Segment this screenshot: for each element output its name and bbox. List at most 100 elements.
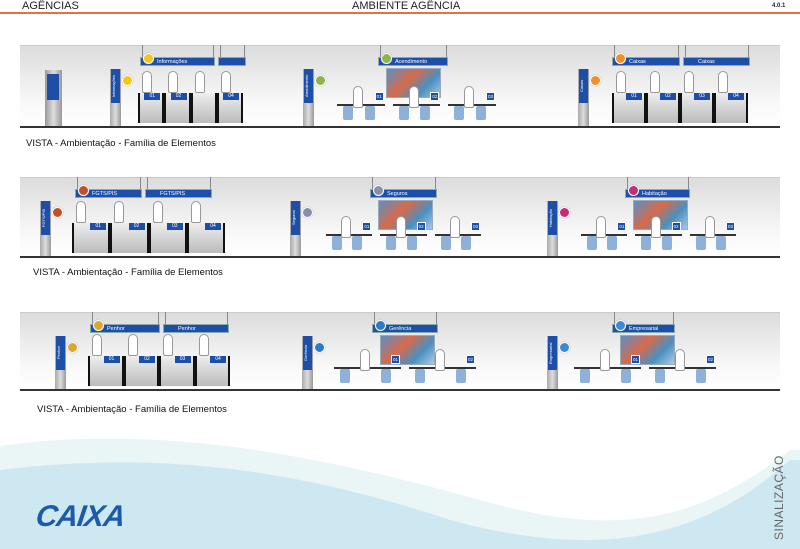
elevation-caption: VISTA - Ambientação - Família de Element… [26, 138, 216, 149]
chair [343, 106, 353, 120]
chair [655, 369, 665, 383]
attendant-figure [163, 334, 173, 356]
poster [620, 335, 675, 365]
totem-label: Seguros [291, 201, 300, 235]
sign-icon [373, 185, 384, 196]
service-icon [315, 75, 326, 86]
floor-line [20, 256, 780, 258]
hanging-sign: FGTS/PIS [75, 189, 142, 198]
sign-icon [93, 320, 104, 331]
service-icon [302, 207, 313, 218]
attendant-figure [674, 349, 685, 371]
poster [380, 335, 435, 365]
service-icon [559, 207, 570, 218]
sign-icon [375, 320, 386, 331]
attendant-figure [92, 334, 102, 356]
chair [454, 106, 465, 120]
counter-number: 04 [210, 356, 226, 363]
service-icon [559, 342, 570, 353]
attendant-figure [464, 86, 475, 108]
chair [607, 236, 618, 250]
service-icon [52, 207, 63, 218]
attendant-figure [168, 71, 179, 93]
sign-wire [673, 312, 674, 324]
desk-number: 03 [471, 222, 480, 231]
chair [476, 106, 486, 120]
header: AGÊNCIAS AMBIENTE AGÊNCIA 4.0.1 [0, 0, 800, 14]
service-counter: 02 [164, 93, 191, 123]
sign-wire [685, 45, 686, 57]
poster [633, 200, 688, 230]
counter-number: 04 [223, 93, 239, 100]
desk-number: 01 [631, 355, 640, 364]
attendant-figure [352, 86, 363, 108]
counter-number: 04 [728, 93, 744, 100]
totem-label: FGTS/PIS [41, 201, 50, 235]
desk-number: 02 [466, 355, 475, 364]
service-icon [590, 75, 601, 86]
attendant-figure [650, 216, 661, 238]
hanging-sign: Caixas [683, 57, 750, 66]
footer-wave [0, 438, 800, 549]
counter-number: 03 [166, 223, 183, 230]
service-counter: 03 [148, 223, 187, 253]
sign-wire [244, 45, 245, 57]
totem-label: Atendimento [304, 69, 313, 103]
desk-number: 01 [617, 222, 627, 231]
header-rule [0, 12, 800, 14]
sign-wire [748, 45, 749, 57]
sign-wire [614, 312, 615, 324]
sign-wire [227, 312, 228, 324]
sign-wire [374, 312, 375, 324]
sign-wire [158, 312, 159, 324]
sign-icon [381, 53, 392, 64]
totem: Atendimento [303, 69, 314, 126]
counter-number: 03 [174, 356, 191, 363]
sign-wire [213, 45, 214, 57]
sign-wire [688, 177, 689, 189]
attendant-figure [704, 216, 715, 238]
attendant-figure [449, 216, 460, 238]
attendant-figure [650, 71, 660, 93]
attendant-figure [127, 334, 138, 356]
hanging-sign: Informações [140, 57, 215, 66]
service-counter [190, 93, 217, 123]
sign-wire [435, 177, 436, 189]
attendant-figure [395, 216, 406, 238]
attendant-figure [616, 71, 626, 93]
totem: FGTS/PIS [40, 201, 51, 256]
hanging-sign: Penhor [90, 324, 160, 333]
chair [587, 236, 597, 250]
hanging-sign: Caixas [612, 57, 680, 66]
counter-number: 04 [205, 223, 221, 230]
chair [641, 236, 652, 250]
chair [440, 236, 451, 250]
kiosk-screen [47, 74, 59, 100]
header-version: 4.0.1 [772, 3, 786, 9]
sign-wire [92, 312, 93, 324]
sign-wire [446, 45, 447, 57]
attendant-figure [152, 201, 163, 223]
counter-number: 02 [139, 356, 155, 363]
attendant-figure [434, 349, 445, 371]
chair [352, 236, 363, 250]
sign-icon [143, 53, 154, 64]
hanging-sign [218, 57, 246, 66]
sign-wire [436, 312, 437, 324]
sign-wire [372, 177, 373, 189]
service-counter: 02 [110, 223, 149, 253]
service-counter: 01 [72, 223, 111, 253]
service-icon [67, 342, 78, 353]
totem: Gerência [302, 336, 313, 389]
service-counter: 01 [88, 356, 124, 386]
service-counter: 03 [159, 356, 195, 386]
counter-number: 02 [660, 93, 676, 100]
chair [456, 369, 466, 383]
counter-number: 01 [90, 223, 107, 230]
counter-number: 01 [626, 93, 642, 100]
hanging-sign: Seguros [370, 189, 437, 198]
sign-wire [220, 45, 221, 57]
header-section: AGÊNCIAS [22, 0, 79, 12]
desk-number: 01 [391, 355, 400, 364]
chair [716, 236, 726, 250]
